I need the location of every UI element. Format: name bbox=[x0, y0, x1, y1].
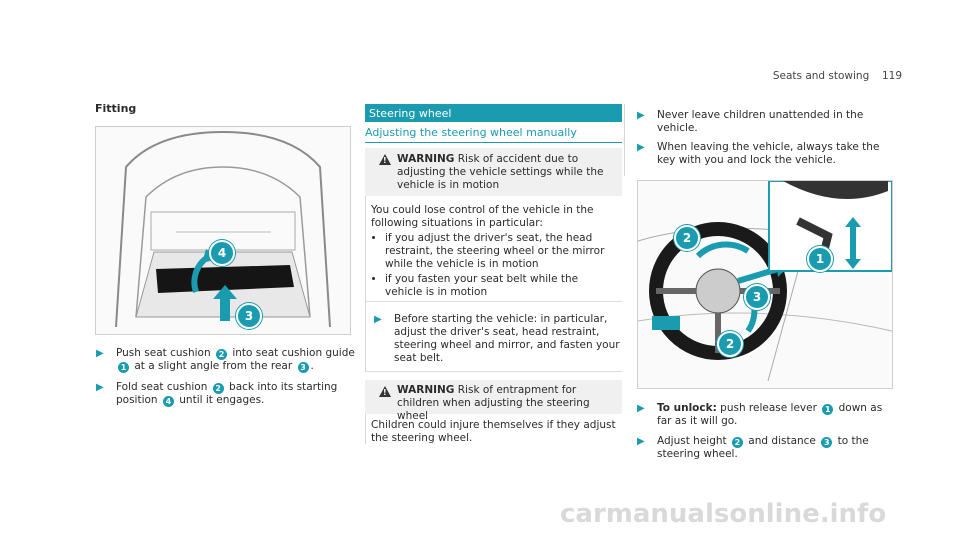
steering-drawing bbox=[637, 180, 893, 382]
warning2-rule bbox=[365, 414, 366, 444]
divider bbox=[365, 301, 622, 302]
warning-box-1: WARNING Risk of accident due to adjustin… bbox=[365, 148, 622, 196]
subheading-rule bbox=[365, 142, 622, 143]
callout-2-bottom: 2 bbox=[717, 331, 743, 357]
page-number: 119 bbox=[881, 70, 902, 82]
callout-4: 4 bbox=[209, 240, 235, 266]
step-arrow-icon: ▶ bbox=[96, 382, 104, 393]
left-step-2: ▶ Fold seat cushion 2 back into its star… bbox=[96, 381, 338, 407]
step-arrow-icon: ▶ bbox=[637, 436, 645, 447]
callout-2-top: 2 bbox=[674, 225, 700, 251]
warning1-bullet: if you fasten your seat belt while the v… bbox=[385, 273, 616, 299]
step-arrow-icon: ▶ bbox=[637, 142, 645, 153]
callout-3: 3 bbox=[744, 284, 770, 310]
callout-3: 3 bbox=[236, 303, 262, 329]
step-arrow-icon: ▶ bbox=[96, 348, 104, 359]
warning-icon bbox=[379, 386, 391, 397]
right-step-1: ▶ Never leave children unattended in the… bbox=[637, 109, 864, 134]
right-step-2: ▶ When leaving the vehicle, always take … bbox=[637, 141, 880, 166]
warning2-body: Children could injure themselves if they… bbox=[371, 419, 616, 444]
step-arrow-icon: ▶ bbox=[637, 110, 645, 121]
warning1-bullet: if you adjust the driver's seat, the hea… bbox=[385, 232, 616, 271]
right-step-adjust: ▶ Adjust height 2 and distance 3 to the … bbox=[637, 435, 869, 460]
step-arrow-icon: ▶ bbox=[374, 314, 382, 325]
trunk-illustration: 4 3 bbox=[95, 126, 351, 335]
running-header: Seats and stowing 119 bbox=[773, 70, 902, 83]
callout-1: 1 bbox=[807, 246, 833, 272]
trunk-drawing bbox=[115, 130, 331, 328]
watermark: carmanualsonline.info bbox=[560, 499, 887, 529]
steering-illustration: 2 3 2 1 bbox=[637, 180, 893, 389]
step-arrow-icon: ▶ bbox=[637, 403, 645, 414]
warning1-body: You could lose control of the vehicle in… bbox=[365, 200, 622, 301]
right-step-unlock: ▶ To unlock: push release lever 1 down a… bbox=[637, 402, 883, 427]
left-step-1: ▶ Push seat cushion 2 into seat cushion … bbox=[96, 347, 355, 373]
right-rule bbox=[624, 104, 625, 176]
warning-box-2: WARNING Risk of entrapment for children … bbox=[365, 380, 622, 422]
warning-icon bbox=[379, 154, 391, 165]
subheading: Adjusting the steering wheel manually bbox=[365, 126, 577, 139]
header-section: Seats and stowing bbox=[772, 70, 870, 82]
warning1-rule bbox=[365, 196, 366, 371]
warning1-step: ▶ Before starting the vehicle: in partic… bbox=[374, 313, 620, 364]
steering-wheel-banner: Steering wheel bbox=[365, 104, 622, 122]
fitting-heading: Fitting bbox=[95, 102, 137, 115]
divider bbox=[365, 371, 622, 372]
